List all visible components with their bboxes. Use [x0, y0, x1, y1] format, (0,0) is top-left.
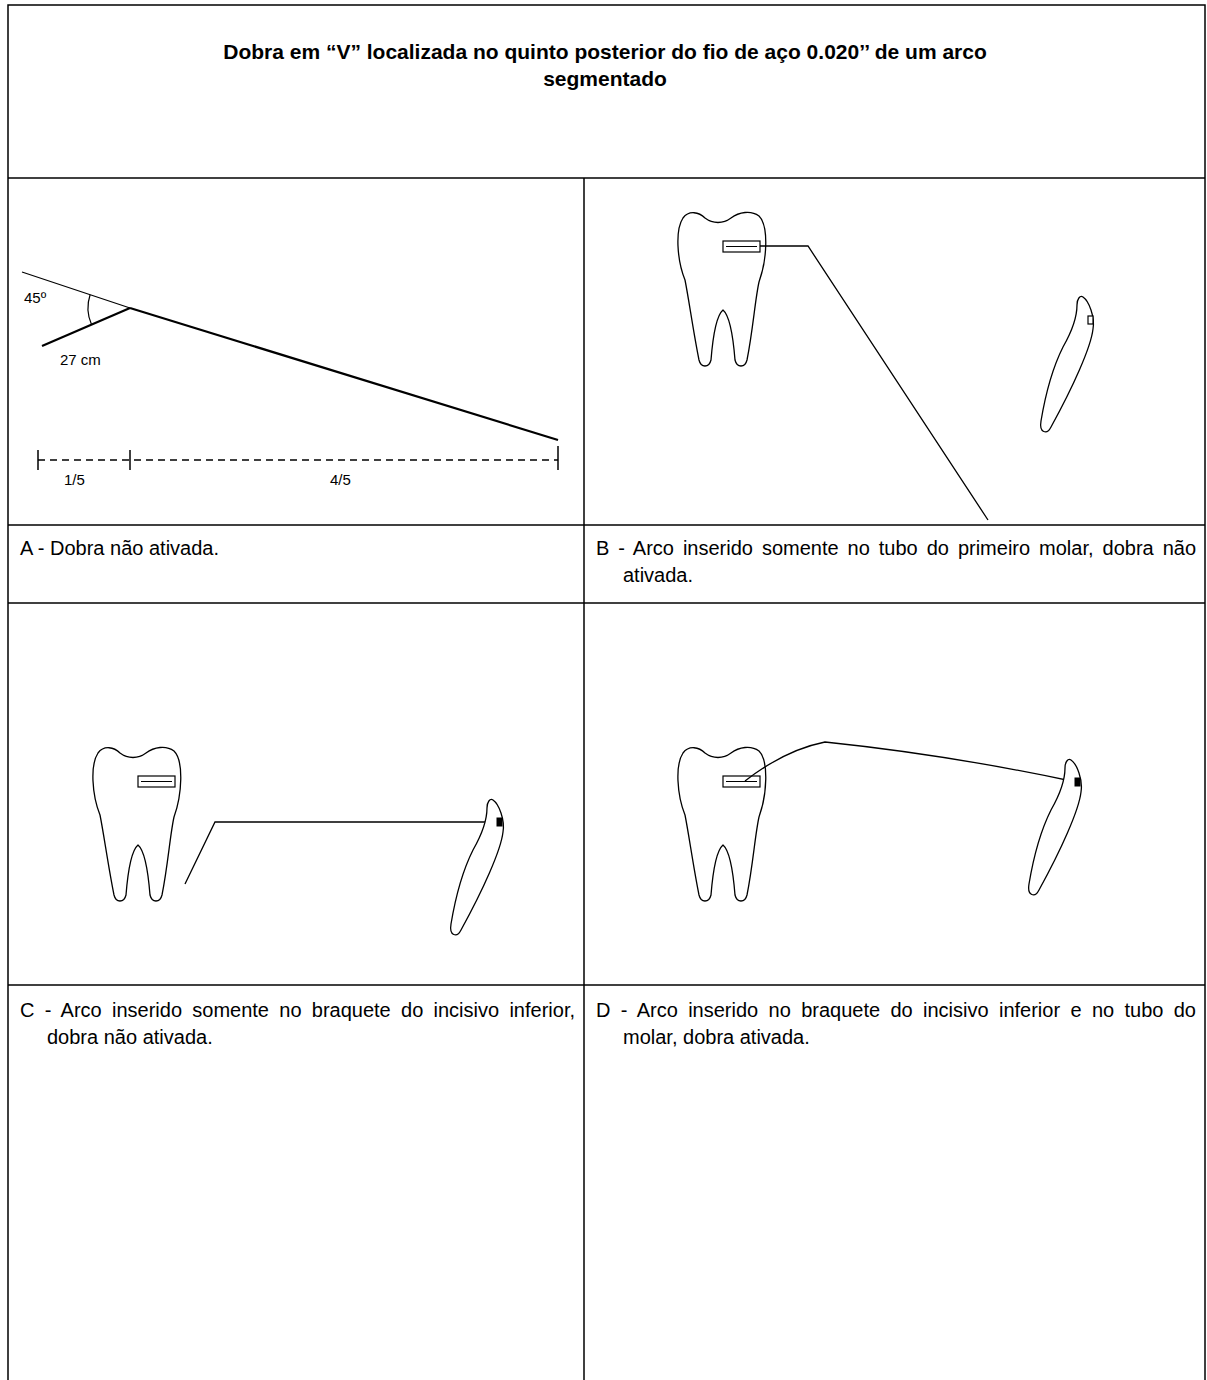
caption-cell: B - Arco inserido somente no tubo do pri…: [596, 535, 1196, 589]
caption-text: B - Arco inserido somente no tubo do pri…: [596, 537, 1196, 586]
fraction-label: 4/5: [328, 472, 353, 489]
molar-tooth: [678, 747, 766, 901]
arch-wire: [760, 246, 988, 520]
caption-text: A - Dobra não ativada.: [20, 537, 219, 559]
figure-title: Dobra em “V” localizada no quinto poster…: [190, 38, 1020, 93]
caption-cell: D - Arco inserido no braquete do incisiv…: [596, 997, 1196, 1051]
caption-cell: C - Arco inserido somente no braquete do…: [20, 997, 575, 1051]
molar-tooth: [678, 212, 766, 366]
arch-wire: [745, 742, 1076, 782]
dimension-label: 27 cm: [58, 352, 103, 369]
incisor-tooth: [1029, 759, 1082, 894]
table-grid: [8, 5, 1205, 1380]
caption-cell: A - Dobra não ativada.: [20, 535, 575, 562]
arch-wire: [185, 822, 498, 884]
incisor-tooth: [451, 799, 504, 934]
caption-text: D - Arco inserido no braquete do incisiv…: [596, 999, 1196, 1048]
angle-label: 45º: [22, 290, 48, 307]
molar-tooth: [93, 747, 181, 901]
incisor-tooth: [1041, 296, 1094, 431]
wire-bend-drawing: [22, 272, 558, 470]
caption-text: C - Arco inserido somente no braquete do…: [20, 999, 575, 1048]
fraction-label: 1/5: [62, 472, 87, 489]
